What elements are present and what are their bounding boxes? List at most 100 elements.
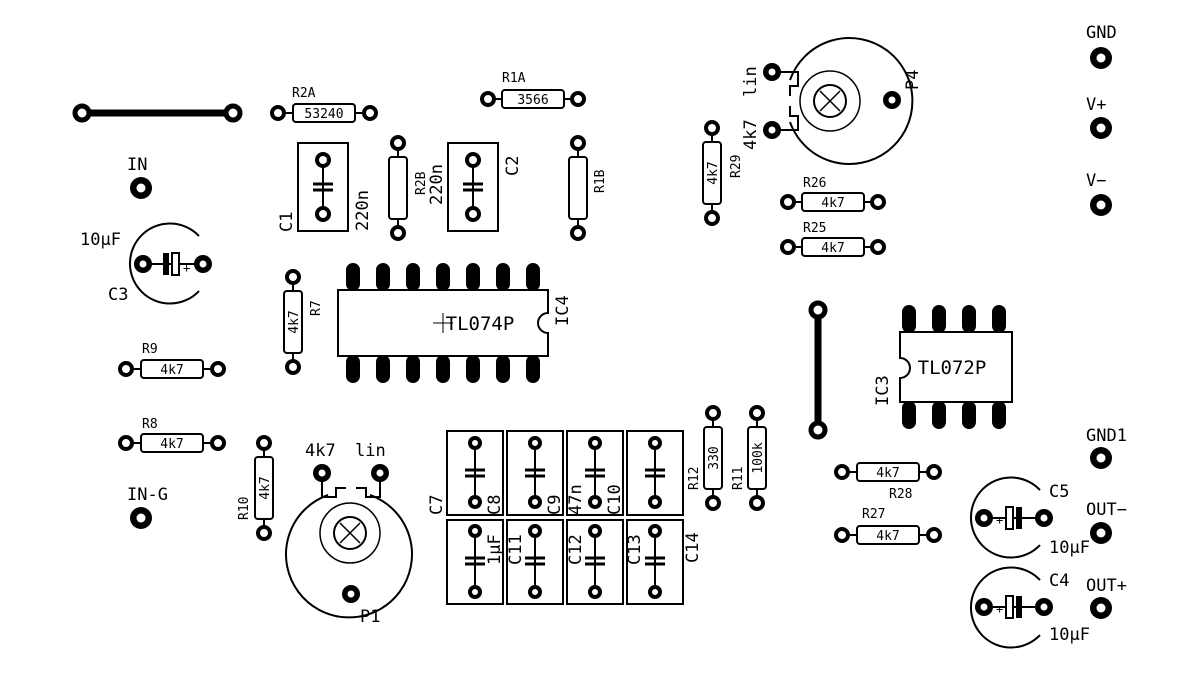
resistor-r28-value: 4k7 [876, 466, 899, 481]
capacitor-c2: C2 220n [427, 142, 523, 232]
capacitor-c9-name: C9 [545, 495, 565, 515]
terminal-outminus: OUT− [1086, 500, 1127, 544]
capacitor-c2-value: 220n [427, 164, 447, 205]
capacitor-c9 [566, 430, 624, 516]
capacitor-c14-name: C14 [683, 532, 703, 563]
resistor-r29-name: R29 [729, 155, 744, 178]
capacitor-c5: + C5 10µF [970, 476, 1090, 559]
capacitor-c13 [566, 519, 624, 605]
terminal-vplus-label: V+ [1086, 95, 1106, 115]
capacitor-c3: + C3 10µF [80, 222, 212, 305]
ic-ic4: TL074P IC4 [337, 263, 573, 383]
resistor-r8-name: R8 [142, 417, 158, 432]
capacitor-c5-name: C5 [1049, 482, 1069, 502]
capacitor-c2-name: C2 [503, 156, 523, 176]
resistor-r29: R29 4k7 [702, 120, 744, 226]
capacitor-c5-value: 10µF [1049, 538, 1090, 558]
resistor-r10-value: 4k7 [258, 476, 273, 499]
terminal-vplus: V+ [1086, 95, 1112, 139]
capacitor-c10-name: C10 [605, 484, 625, 515]
resistor-r7-value: 4k7 [287, 310, 302, 333]
capacitor-c4: + C4 10µF [970, 566, 1090, 649]
capacitor-c1: C1 220n [277, 142, 373, 232]
resistor-r12: R12 330 [687, 405, 723, 511]
resistor-r11-value: 100k [751, 442, 766, 473]
capacitor-c1-name: C1 [277, 212, 297, 232]
capacitor-c10 [626, 430, 684, 516]
resistor-r11: R11 100k [731, 405, 767, 511]
potentiometer-p4-name: P4 [903, 70, 923, 90]
capacitor-c13-name: C13 [625, 534, 645, 565]
terminal-gnd1: GND1 [1086, 426, 1127, 469]
resistor-r2b: R2B [388, 135, 429, 241]
capacitor-c12-name: C12 [566, 534, 586, 565]
resistor-r27-value: 4k7 [876, 529, 899, 544]
potentiometer-p4: lin 4k7 P4 [741, 37, 923, 165]
resistor-r12-name: R12 [687, 467, 702, 490]
capacitor-c8-name: C8 [485, 495, 505, 515]
resistor-r1b-name: R1B [593, 169, 608, 193]
resistor-r26-name: R26 [803, 176, 826, 191]
svg-text:+: + [183, 261, 190, 275]
ic-ic4-part: TL074P [446, 313, 515, 335]
resistor-r29-value: 4k7 [706, 161, 721, 184]
resistor-r2a-value: 53240 [304, 107, 343, 122]
resistor-r1a: R1A 3566 [480, 71, 586, 109]
resistor-r27-name: R27 [862, 507, 885, 522]
resistor-r9-value: 4k7 [160, 363, 183, 378]
resistor-r2a-name: R2A [292, 86, 316, 101]
resistor-r7: R7 4k7 [283, 269, 324, 375]
resistor-r2a: R2A 53240 [270, 86, 378, 123]
capacitor-c11 [446, 519, 504, 605]
resistor-r28: R28 4k7 [834, 462, 942, 502]
resistor-r1b: R1B [568, 135, 608, 241]
terminal-gnd: GND [1086, 23, 1117, 69]
potentiometer-p1: 4k7 lin P1 [285, 441, 413, 627]
terminal-outplus: OUT+ [1086, 576, 1127, 619]
potentiometer-p4-taper: lin [741, 66, 761, 97]
capacitor-c7 [446, 430, 504, 516]
svg-text:+: + [996, 602, 1003, 616]
terminal-vminus: V− [1086, 171, 1112, 216]
terminal-in: IN [127, 155, 152, 199]
resistor-r8: R8 4k7 [118, 417, 226, 453]
ic-ic4-name: IC4 [553, 295, 573, 326]
ic-ic3-part: TL072P [918, 357, 987, 379]
terminal-outminus-label: OUT− [1086, 500, 1127, 520]
terminal-vminus-label: V− [1086, 171, 1106, 191]
resistor-r1a-value: 3566 [517, 93, 548, 108]
resistor-r25-value: 4k7 [821, 241, 844, 256]
wire-jumper-top [72, 103, 243, 123]
resistor-r1a-name: R1A [502, 71, 526, 86]
resistor-r9: R9 4k7 [118, 342, 226, 379]
terminal-in-label: IN [127, 155, 147, 175]
resistor-r10-name: R10 [237, 497, 252, 520]
resistor-r8-value: 4k7 [160, 437, 183, 452]
resistor-r26: R26 4k7 [780, 176, 886, 212]
ic-ic3: TL072P IC3 [873, 305, 1013, 429]
terminal-outplus-label: OUT+ [1086, 576, 1127, 596]
capacitor-c4-name: C4 [1049, 571, 1069, 591]
resistor-r9-name: R9 [142, 342, 158, 357]
resistor-r2b-name: R2B [414, 171, 429, 195]
capacitor-1uf-value: 1µF [485, 534, 505, 565]
resistor-r26-value: 4k7 [821, 196, 844, 211]
resistor-r27: R27 4k7 [834, 507, 942, 545]
capacitor-c11-name: C11 [506, 534, 526, 565]
resistor-r25: R25 4k7 [780, 221, 886, 257]
resistor-r11-name: R11 [731, 467, 746, 490]
potentiometer-p1-name: P1 [360, 607, 380, 627]
resistor-r10: R10 4k7 [237, 435, 274, 541]
capacitor-c1-value: 220n [353, 190, 373, 231]
capacitor-c3-value: 10µF [80, 230, 121, 250]
capacitor-47n-value: 47n [566, 484, 586, 515]
terminal-ing: IN-G [127, 485, 168, 529]
potentiometer-p4-value: 4k7 [741, 119, 761, 150]
wire-jumper-right [808, 300, 828, 440]
terminal-gnd-label: GND [1086, 23, 1117, 43]
ic-ic3-name: IC3 [873, 375, 893, 406]
capacitor-c4-value: 10µF [1049, 625, 1090, 645]
terminal-ing-label: IN-G [127, 485, 168, 505]
capacitor-c14 [626, 519, 684, 605]
